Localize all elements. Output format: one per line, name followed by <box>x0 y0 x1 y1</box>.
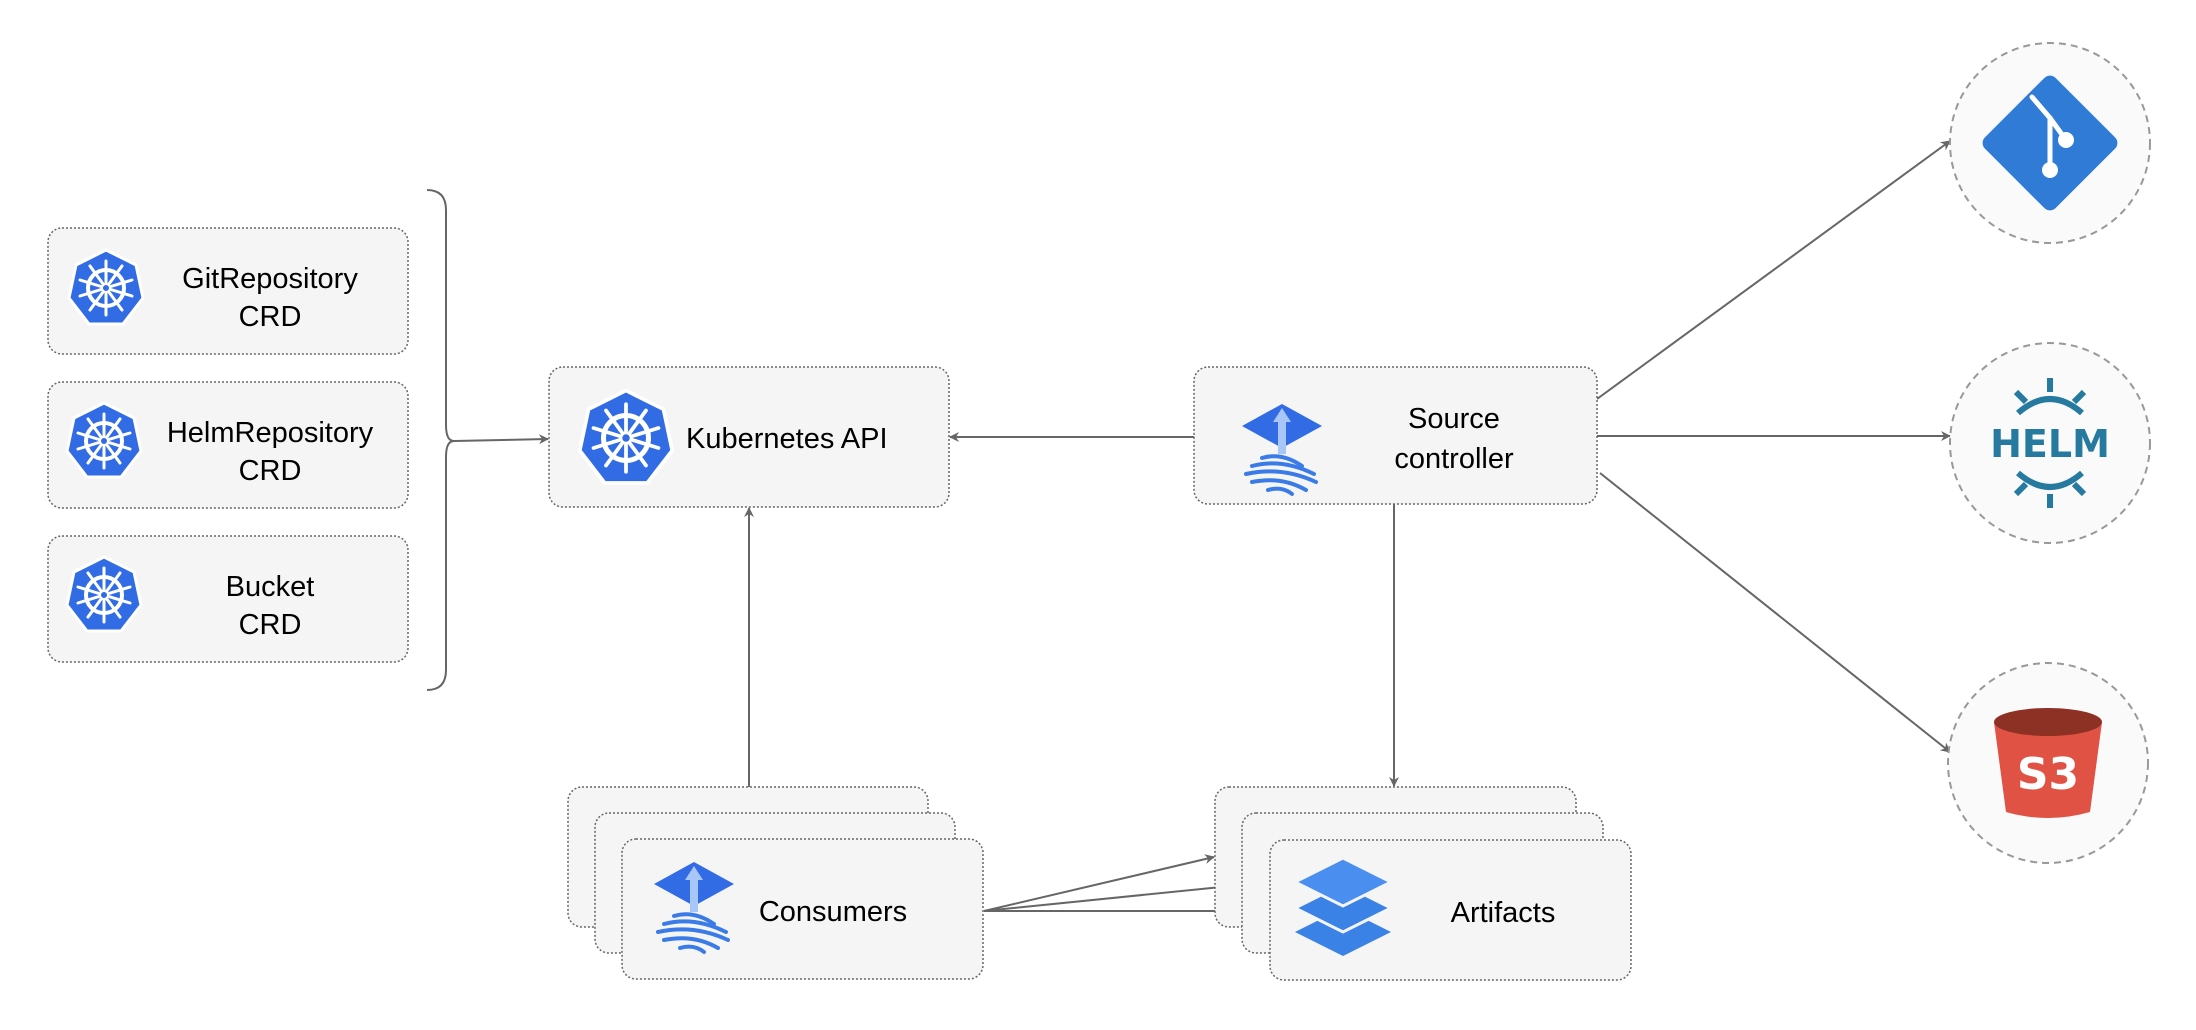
git-icon <box>1982 75 2118 211</box>
edge-source-to-s3 <box>1599 472 1951 753</box>
s3-source-node[interactable]: S3 <box>1947 662 2149 864</box>
edge-source-to-git <box>1596 140 1951 400</box>
edge-crds-to-k8s <box>453 434 549 445</box>
helm-repository-crd-node[interactable]: HelmRepository CRD <box>47 381 409 509</box>
node-label: Bucket <box>226 571 315 603</box>
bucket-crd-node[interactable]: Bucket CRD <box>47 535 409 663</box>
node-label: Source <box>1408 403 1500 435</box>
source-controller-node[interactable]: Source controller <box>1193 366 1598 505</box>
node-label: Consumers <box>759 896 907 928</box>
node-label: GitRepository <box>182 263 358 295</box>
s3-logo-text: S3 <box>2017 749 2079 800</box>
node-label: Artifacts <box>1451 897 1556 929</box>
edge-consumers-to-artifacts-1 <box>983 854 1215 912</box>
node-label: Kubernetes API <box>686 423 888 455</box>
node-label: HelmRepository <box>167 417 374 449</box>
git-source-node[interactable] <box>1949 42 2151 244</box>
s3-bucket-icon <box>1994 708 2102 818</box>
helm-icon <box>2013 378 2087 508</box>
artifacts-node[interactable]: Artifacts <box>1214 786 1632 981</box>
git-repository-crd-node[interactable]: GitRepository CRD <box>47 227 409 355</box>
kubernetes-api-node[interactable]: Kubernetes API <box>548 366 950 508</box>
node-label: CRD <box>239 609 302 641</box>
node-label: controller <box>1394 443 1514 475</box>
edge-consumers-to-artifacts-2 <box>983 880 1242 912</box>
grouping-brace <box>426 189 455 691</box>
node-label: CRD <box>239 455 302 487</box>
helm-logo-text: HELM <box>1990 422 2110 466</box>
consumers-node[interactable]: Consumers <box>567 786 984 980</box>
helm-source-node[interactable]: HELM <box>1949 342 2151 544</box>
node-label: CRD <box>239 301 302 333</box>
